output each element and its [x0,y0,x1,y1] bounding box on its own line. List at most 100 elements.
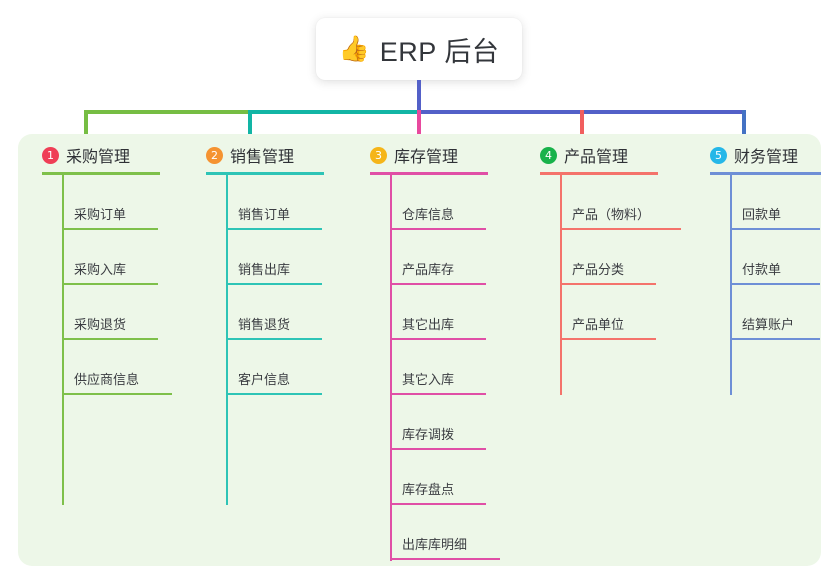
column-title-1: 采购管理 [66,149,131,166]
list-item-label: 供应商信息 [74,372,140,387]
list-item-label: 产品单位 [572,317,625,332]
page-title: ERP 后台 [379,36,500,67]
list-item-label: 库存调拨 [402,427,455,442]
list-item-label: 库存盘点 [402,482,455,497]
list-item-rule [390,503,486,505]
list-item-label: 销售退货 [238,317,291,332]
thumbs-up-icon: 👍 [338,34,370,63]
list-item-rule [730,228,820,230]
column-rule-2 [206,172,324,175]
sitemap-panel: 1 采购管理 采购订单 采购入库 采购退货 供应商信息 [18,134,821,566]
list-item-label: 其它出库 [402,317,455,332]
list-item-label: 产品（物料） [572,207,651,222]
list-item[interactable]: 仓库信息 [390,175,486,230]
list-item[interactable]: 出库库明细 [390,505,500,560]
list-item-label: 付款单 [742,262,782,277]
list-item-rule [560,338,656,340]
title-stem-connector [417,80,421,113]
drop-connector-5 [742,110,746,138]
column-product: 4 产品管理 产品（物料） 产品分类 产品单位 [528,134,698,566]
list-item[interactable]: 结算账户 [730,285,820,340]
column-sales: 2 销售管理 销售订单 销售出库 销售退货 客户信息 [194,134,358,566]
list-item-rule [226,393,322,395]
column-rule-5 [710,172,821,175]
list-item-rule [62,228,158,230]
list-item-rule [560,228,681,230]
list-item-label: 采购订单 [74,207,127,222]
list-item-label: 出库库明细 [402,537,468,552]
badge-3: 3 [370,146,387,164]
list-item-rule [730,338,820,340]
list-item-rule [560,283,656,285]
list-item[interactable]: 其它入库 [390,340,486,395]
list-item-rule [730,283,820,285]
list-item-label: 采购退货 [74,317,127,332]
column-header-2[interactable]: 2 销售管理 [206,143,294,167]
list-item[interactable]: 产品（物料） [560,175,681,230]
bar-segment-teal [248,110,419,114]
column-title-5: 财务管理 [734,149,799,166]
column-finance: 5 财务管理 回款单 付款单 结算账户 [698,134,821,566]
column-header-5[interactable]: 5 财务管理 [710,143,798,167]
list-item[interactable]: 产品单位 [560,285,656,340]
list-item-label: 产品分类 [572,262,625,277]
list-item-rule [390,283,486,285]
list-item[interactable]: 库存盘点 [390,450,486,505]
badge-5: 5 [710,146,727,164]
list-item-rule [390,448,486,450]
list-item[interactable]: 付款单 [730,230,820,285]
badge-2: 2 [206,146,223,164]
list-item-label: 仓库信息 [402,207,455,222]
column-title-2: 销售管理 [230,149,295,166]
drop-connector-1 [84,110,88,138]
list-item[interactable]: 采购入库 [62,230,158,285]
list-item[interactable]: 其它出库 [390,285,486,340]
list-item-rule [62,283,158,285]
list-item[interactable]: 销售出库 [226,230,322,285]
drop-connector-2 [248,110,252,138]
list-item[interactable]: 采购退货 [62,285,158,340]
list-item-rule [390,558,500,560]
list-item[interactable]: 产品分类 [560,230,656,285]
column-spine-4 [560,175,562,395]
list-item-rule [226,228,322,230]
list-item-label: 采购入库 [74,262,127,277]
list-item-rule [226,338,322,340]
list-item-rule [62,393,172,395]
bar-segment-green [84,110,249,114]
list-item[interactable]: 库存调拨 [390,395,486,450]
list-item-rule [226,283,322,285]
list-item-label: 销售订单 [238,207,291,222]
list-item-label: 结算账户 [742,317,795,332]
list-item-rule [390,228,486,230]
list-item-rule [62,338,158,340]
list-item[interactable]: 采购订单 [62,175,158,230]
column-title-3: 库存管理 [394,149,459,166]
list-item[interactable]: 客户信息 [226,340,322,395]
column-header-4[interactable]: 4 产品管理 [540,143,628,167]
list-item[interactable]: 销售订单 [226,175,322,230]
column-rule-3 [370,172,488,175]
list-item-label: 其它入库 [402,372,455,387]
list-item-label: 回款单 [742,207,782,222]
list-item-rule [390,338,486,340]
column-spine-1 [62,175,64,505]
column-rule-1 [42,172,160,175]
list-item-rule [390,393,486,395]
drop-connector-4 [580,110,584,138]
list-item[interactable]: 产品库存 [390,230,486,285]
column-title-4: 产品管理 [564,149,629,166]
badge-1: 1 [42,146,59,164]
column-spine-3 [390,175,392,561]
list-item[interactable]: 回款单 [730,175,820,230]
column-header-3[interactable]: 3 库存管理 [370,143,458,167]
diagram-title-card[interactable]: 👍 ERP 后台 [316,18,522,80]
column-spine-5 [730,175,732,395]
drop-connector-3 [417,110,421,138]
badge-4: 4 [540,146,557,164]
column-header-1[interactable]: 1 采购管理 [42,143,130,167]
list-item[interactable]: 供应商信息 [62,340,172,395]
list-item[interactable]: 销售退货 [226,285,322,340]
column-purchasing: 1 采购管理 采购订单 采购入库 采购退货 供应商信息 [30,134,194,566]
